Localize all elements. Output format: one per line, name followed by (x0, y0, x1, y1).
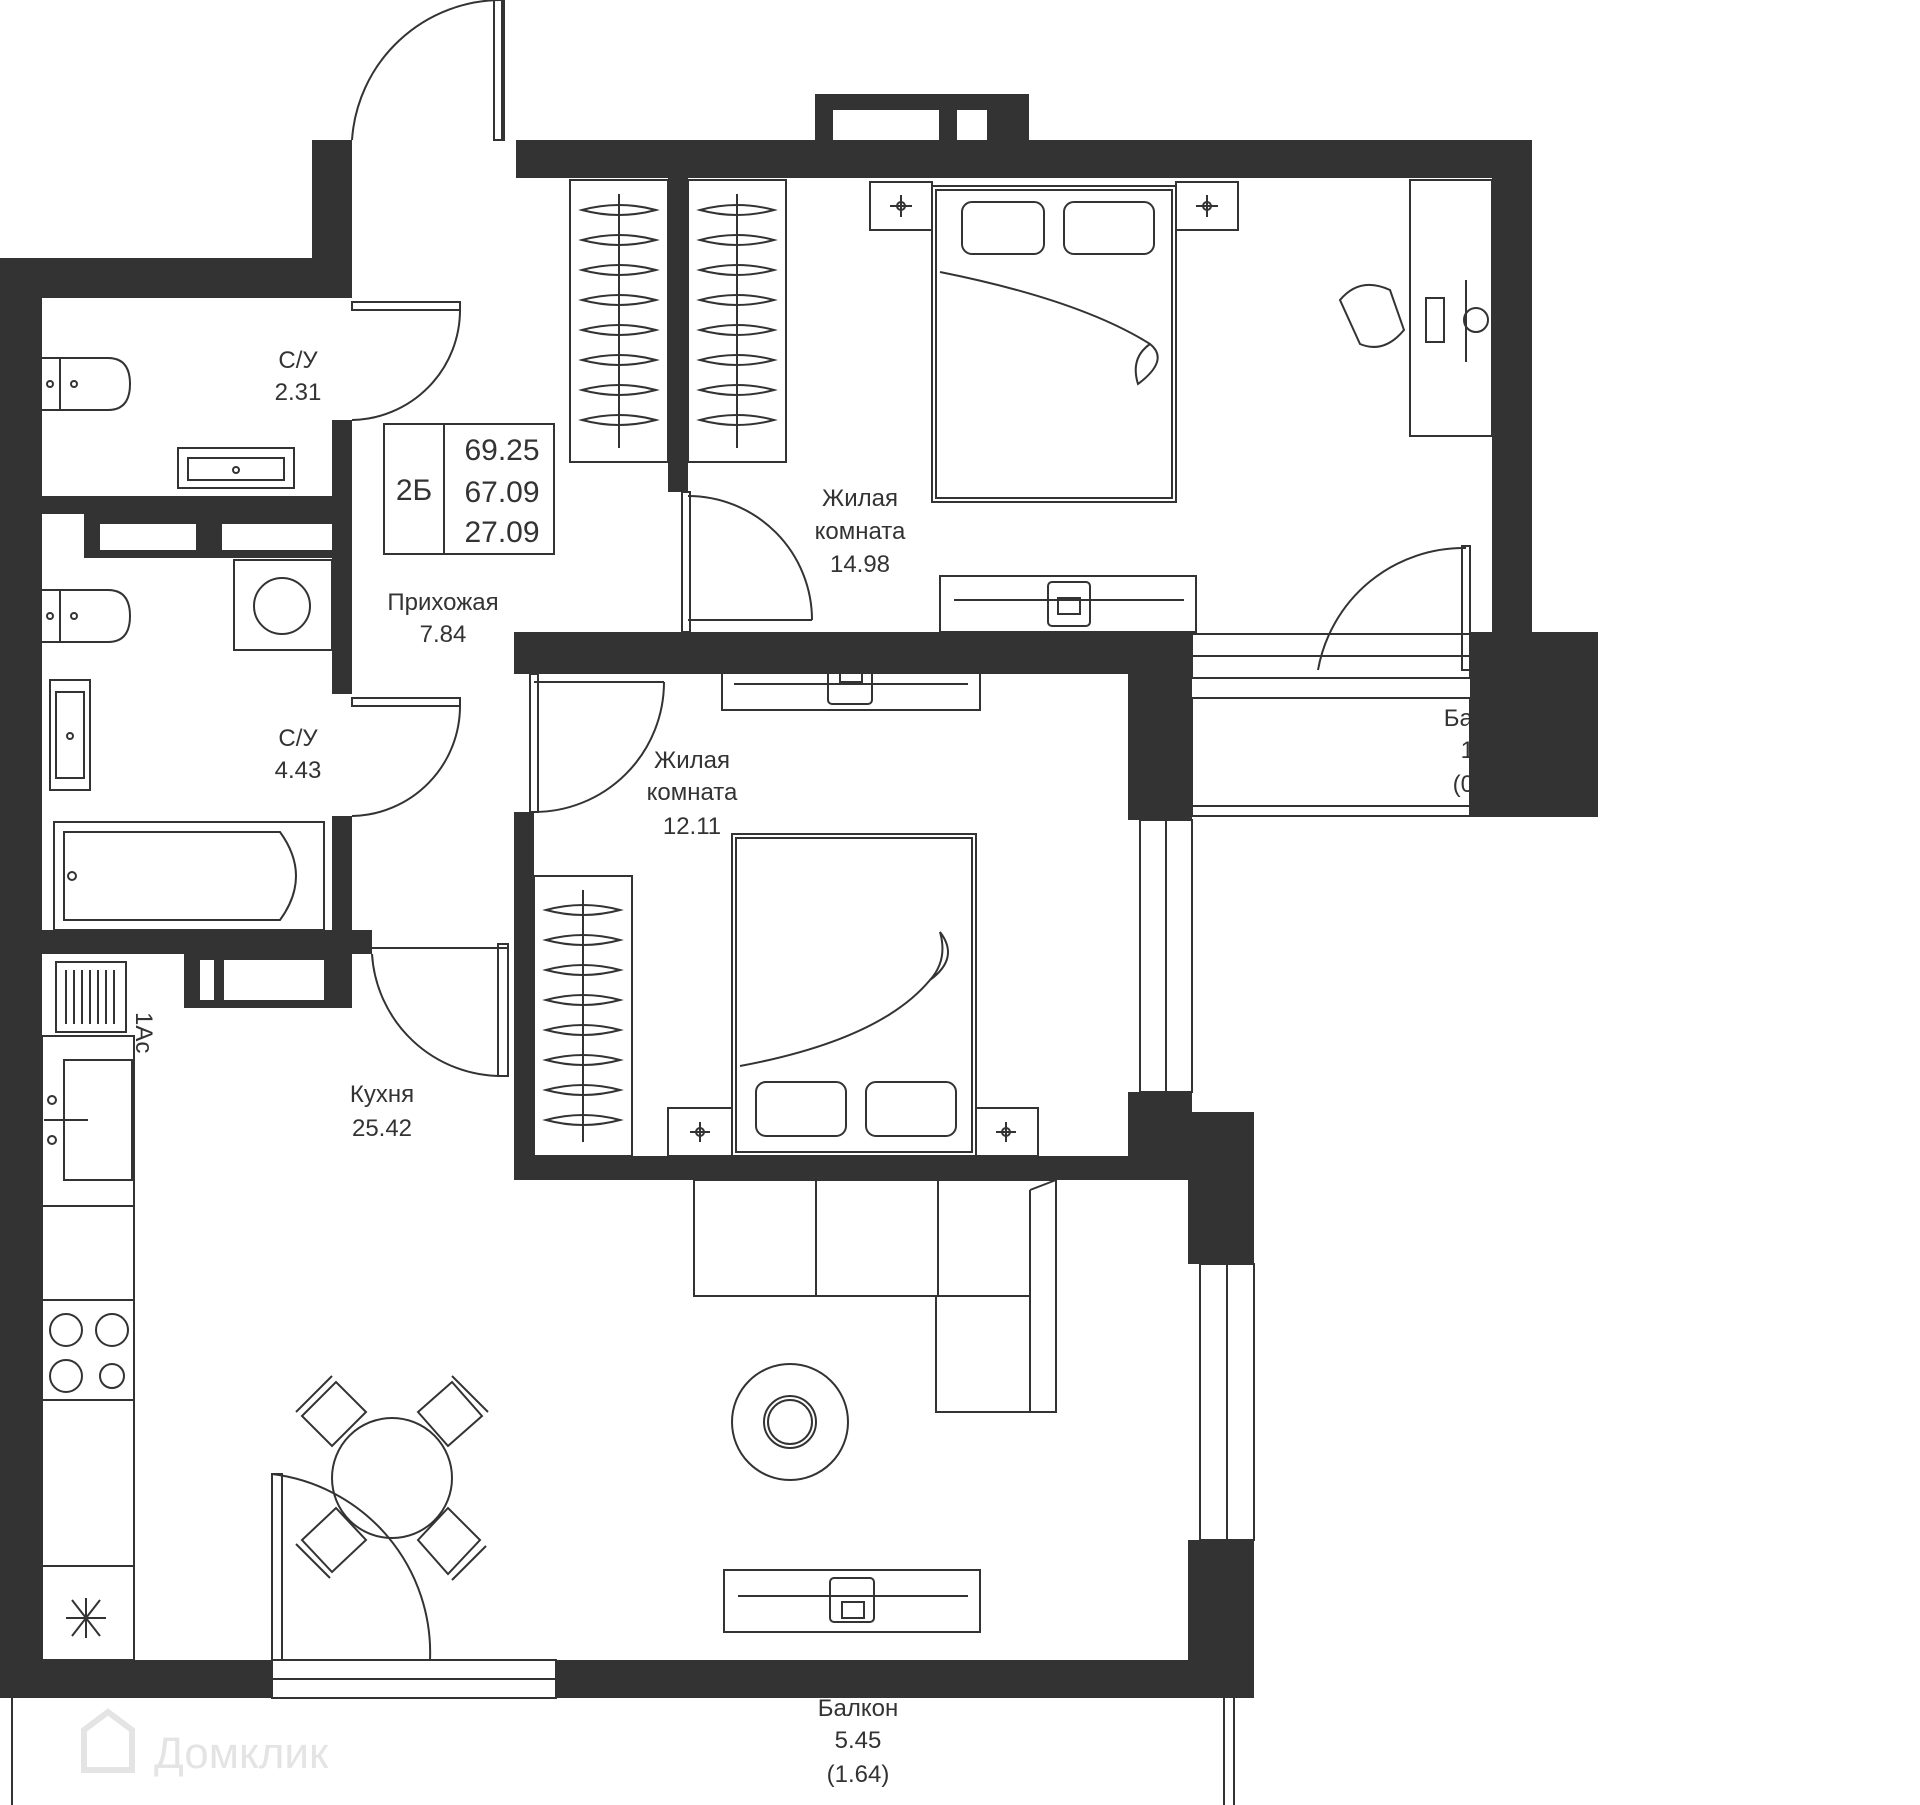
room-balcony-small-reduced: (0.52) (1453, 771, 1516, 798)
rug-icon (731, 1363, 849, 1481)
wall-entrance-pillar (312, 140, 352, 298)
toilet-icon (42, 589, 132, 643)
door-icon (351, 0, 505, 141)
column-hole-2 (224, 960, 324, 1000)
desk-icon (1409, 179, 1493, 437)
pillow-icon (961, 201, 1045, 255)
room-hall-name: Прихожая (387, 589, 498, 616)
protrusion-hole-2 (957, 110, 987, 140)
living-area-total: 67.09 (464, 476, 539, 509)
kitchen-marker: 1Ас (130, 1012, 157, 1053)
doors (271, 0, 1471, 1661)
total-area: 69.25 (464, 434, 539, 467)
room-kitchen-area: 25.42 (352, 1115, 412, 1142)
lamp-icon (869, 181, 933, 231)
lamp-icon (1175, 181, 1239, 231)
door-icon (529, 673, 665, 813)
room-bedroom-2-name-1: Жилая (654, 747, 730, 774)
living-area: 27.09 (464, 516, 539, 549)
room-kitchen-name: Кухня (350, 1081, 414, 1108)
kitchen-counter (41, 1035, 135, 1661)
room-bath-small-area: 2.31 (275, 379, 322, 406)
watermark-text: Домклик (154, 1729, 329, 1778)
room-balcony-big-area: 5.45 (835, 1727, 882, 1754)
wall-bathrooms-divider (0, 496, 352, 514)
wall-balcony-pillar (1470, 632, 1598, 817)
tv-icon (939, 575, 1197, 633)
lamp-icon (667, 1107, 733, 1157)
room-hall-area: 7.84 (420, 621, 467, 648)
room-bedroom-1-name-2: комната (815, 518, 906, 545)
gas-icon (66, 1598, 106, 1638)
washing-machine-icon (233, 559, 333, 651)
stove-icon (49, 1313, 129, 1393)
wall-top (516, 140, 1532, 178)
bathtub-icon (53, 821, 325, 931)
radiator-icon (55, 961, 127, 1033)
wall-bottom-living (556, 1660, 1254, 1698)
wardrobe-icon (533, 875, 633, 1157)
room-bath-small-name: С/У (278, 347, 318, 374)
wall-bottom-bedroom-2 (514, 1156, 1192, 1180)
room-balcony-big-name: Балкон (818, 1695, 898, 1722)
room-balcony-big-reduced: (1.64) (827, 1761, 890, 1788)
room-bedroom-2-name-2: комната (647, 779, 738, 806)
door-icon (351, 301, 461, 421)
walls (0, 94, 1598, 1698)
door-icon (351, 697, 461, 817)
column-hole-1 (200, 960, 214, 1000)
bathroom-divider-strip-hole-1 (100, 524, 196, 550)
watermark-logo-icon (81, 1708, 135, 1773)
door-icon (681, 491, 813, 633)
tv-icon (723, 1569, 981, 1633)
wall-top-bathrooms (0, 258, 352, 298)
wall-bath-hall-2 (332, 514, 352, 694)
sofa-icon (693, 1179, 1057, 1413)
wall-right-living-top (1188, 1112, 1254, 1264)
pillow-icon (1063, 201, 1155, 255)
door-icon (1317, 545, 1471, 671)
wall-bath-hall-3 (332, 816, 352, 942)
balconies (11, 697, 1471, 1805)
apartment-type: 2Б (396, 474, 432, 507)
tv-icon (721, 653, 981, 711)
room-balcony-small-area: 1.74 (1461, 737, 1508, 764)
wall-bath-hall-1 (332, 420, 352, 496)
wall-left-bedroom-2-lower (514, 812, 534, 1180)
protrusion-hole-1 (833, 110, 939, 140)
wardrobe-icon (687, 179, 787, 463)
wall-right-bedroom-2-top (1128, 632, 1192, 820)
pillow-icon (755, 1081, 847, 1137)
dining-table-icon (295, 1375, 489, 1581)
wall-left-outer (0, 258, 42, 1698)
room-bath-big-name: С/У (278, 725, 318, 752)
room-bedroom-1-name-1: Жилая (822, 485, 898, 512)
summary-box (383, 423, 555, 555)
bathroom-divider-strip-hole-2 (222, 524, 332, 550)
pillow-icon (865, 1081, 957, 1137)
door-icon (271, 1473, 432, 1661)
wall-wardrobe-divider (668, 178, 688, 492)
wall-left-bedroom-2 (514, 632, 534, 672)
windows (271, 633, 1471, 1699)
wall-bottom-left (0, 1660, 272, 1698)
room-bedroom-2-area: 12.11 (663, 813, 721, 840)
wall-right-bedroom-1 (1492, 140, 1532, 634)
bed-icon (931, 185, 1177, 503)
lamp-icon (975, 1107, 1039, 1157)
balcony-small-outline (1191, 697, 1471, 817)
room-bath-big-area: 4.43 (275, 757, 322, 784)
sink-icon (44, 1059, 133, 1181)
wardrobe-icon (569, 179, 669, 463)
chair-icon (1338, 283, 1406, 348)
room-balcony-small-name: Балкон (1444, 705, 1524, 732)
sink-icon (49, 679, 91, 791)
furniture (41, 179, 1493, 1661)
sink-icon (177, 447, 295, 489)
door-icon (371, 943, 509, 1078)
bed-icon (731, 833, 977, 1157)
room-bedroom-1-area: 14.98 (830, 551, 890, 578)
toilet-icon (42, 357, 132, 411)
